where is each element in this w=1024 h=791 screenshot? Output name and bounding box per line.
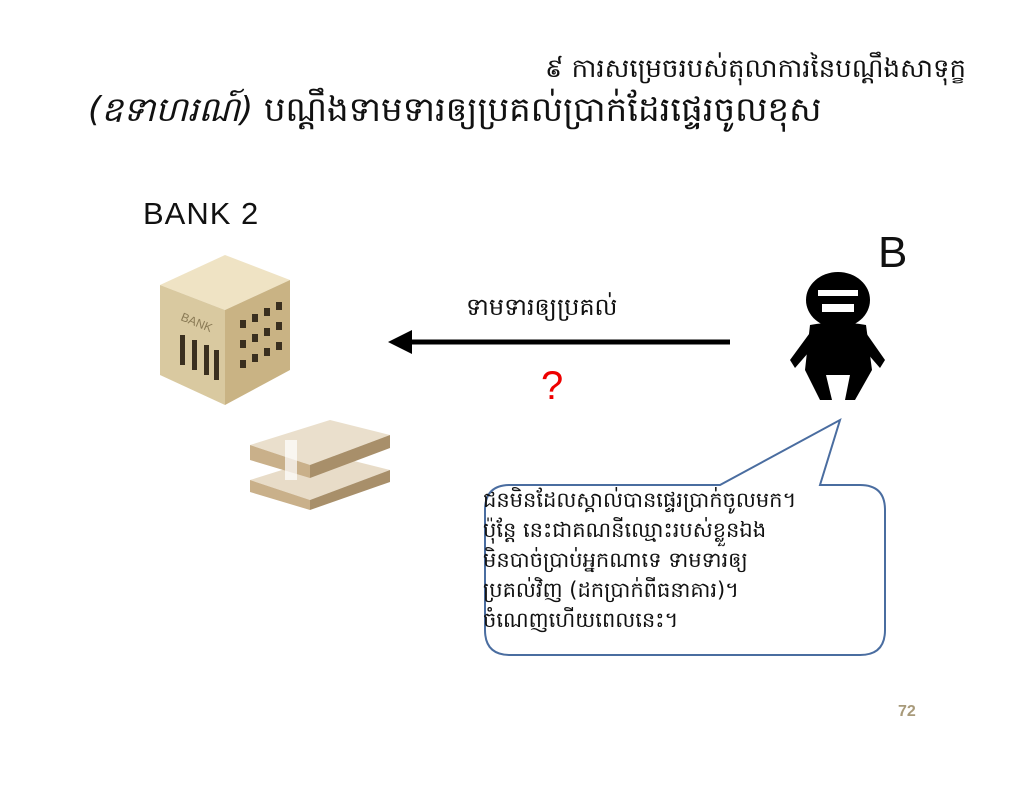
bank-building-icon: BANK: [160, 255, 290, 405]
question-mark: ?: [541, 364, 564, 408]
person-label: B: [878, 228, 908, 277]
bubble-line: ប៉ុន្តែ នេះជាគណនីឈ្មោះរបស់ខ្លួនឯង: [483, 518, 767, 542]
bubble-line: ជនមិនដែលស្គាល់បានផ្ទេរប្រាក់ចូលមក។: [483, 488, 797, 512]
arrow-head-icon: [388, 330, 412, 354]
slide-title: (ឧទាហរណ៍) បណ្ដឹងទាមទារឲ្យប្រគល់ប្រាក់ដែរ…: [88, 88, 821, 138]
title-prefix: (ឧទាហរណ៍): [88, 90, 254, 130]
arrow-label: ទាមទារឲ្យប្រគល់: [466, 293, 618, 321]
bubble-line: ប្រគល់វិញ (ដកប្រាក់ពីធនាគារ)។: [483, 578, 740, 602]
bank-label: BANK 2: [143, 196, 260, 231]
speech-bubble-text: ជនមិនដែលស្គាល់បានផ្ទេរប្រាក់ចូលមក។ ប៉ុន្…: [483, 485, 883, 635]
page-number: 72: [898, 703, 916, 720]
thief-figure-icon: [790, 272, 885, 400]
bubble-line: មិនបាច់ប្រាប់អ្នកណាទេ ទាមទារឲ្យ: [483, 548, 748, 572]
slide-subtitle: ៩ ការសម្រេចរបស់តុលាការនៃបណ្ដឹងសាទុក្ខ: [545, 54, 966, 84]
title-text: បណ្ដឹងទាមទារឲ្យប្រគល់ប្រាក់ដែរផ្ទេរចូលខុ…: [263, 90, 822, 130]
money-stack-icon: [250, 420, 390, 510]
speech-bubble: [484, 417, 886, 656]
bubble-line: ចំណេញហើយពេលនេះ។: [483, 608, 679, 632]
